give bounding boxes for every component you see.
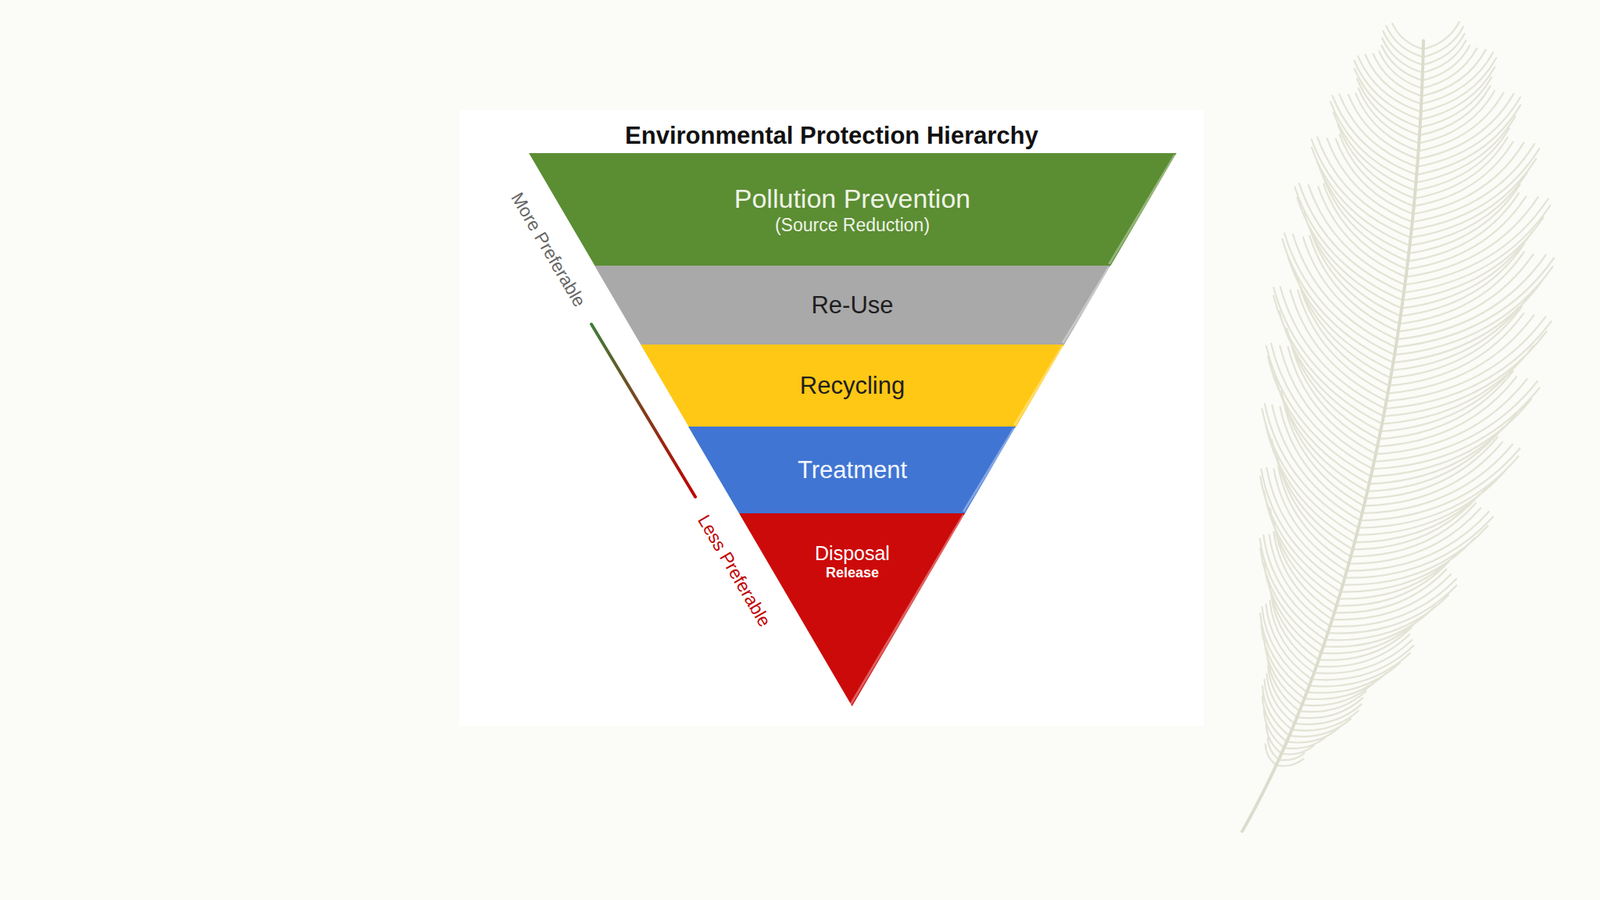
feather-barbs — [1260, 21, 1554, 766]
feather-illustration — [1242, 21, 1554, 832]
band-content: Re-Use — [594, 265, 1111, 345]
diagram-panel — [459, 110, 1204, 727]
diagram-title: Environmental Protection Hierarchy — [459, 121, 1204, 150]
band-bevel — [1108, 154, 1175, 265]
band-label: Recycling — [800, 371, 905, 400]
band-content: Treatment — [688, 426, 1016, 514]
band-bevel — [1062, 267, 1109, 343]
band-label: Treatment — [797, 455, 908, 485]
hierarchy-band: Pollution Prevention(Source Reduction) — [528, 153, 1177, 266]
band-bevel — [1014, 346, 1063, 425]
hierarchy-band: DisposalRelease — [739, 513, 965, 707]
band-content: DisposalRelease — [739, 513, 965, 707]
band-bevel — [964, 428, 1015, 512]
band-fill — [739, 513, 965, 707]
band-fill — [528, 153, 1177, 266]
band-content: Pollution Prevention(Source Reduction) — [528, 153, 1177, 266]
band-content: Recycling — [640, 344, 1065, 427]
band-fill — [640, 344, 1065, 427]
band-fill — [594, 265, 1111, 345]
feather-quill — [1242, 40, 1424, 832]
band-sublabel: Release — [825, 564, 879, 583]
band-label: Disposal — [814, 541, 890, 565]
hierarchy-band: Treatment — [688, 426, 1016, 514]
band-label: Pollution Prevention — [734, 182, 971, 215]
hierarchy-band: Recycling — [640, 344, 1065, 427]
hierarchy-band: Re-Use — [594, 265, 1111, 345]
band-label: Re-Use — [810, 290, 893, 320]
band-fill — [688, 426, 1016, 514]
band-sublabel: (Source Reduction) — [775, 214, 930, 237]
